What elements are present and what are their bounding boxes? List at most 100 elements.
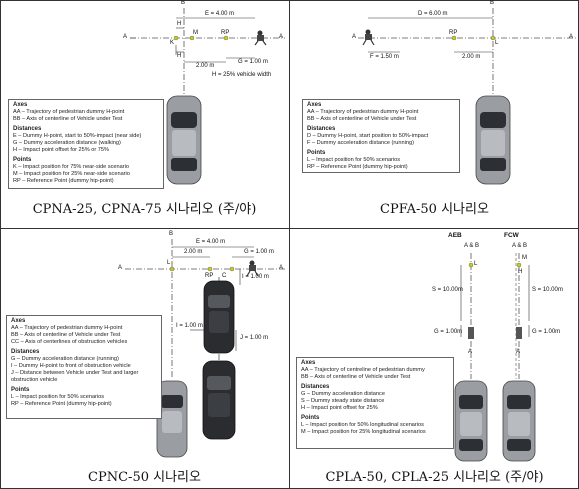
legend-line: S – Dummy steady state distance (301, 398, 385, 404)
pedestrian-dummy-icon (246, 260, 259, 277)
legend-distances-heading: Distances (301, 384, 330, 390)
label-h-bottom: H (177, 53, 182, 59)
label-rp: RP (449, 30, 458, 36)
label-h-top: H (177, 21, 182, 27)
legend-line: L – Impact position for 50% scenarios (11, 394, 105, 400)
label-a-left: A (118, 265, 123, 271)
label-i-top: I = 1.00 m (242, 274, 269, 280)
label-a-aeb: A (468, 349, 473, 355)
label-b: B (181, 0, 186, 6)
label-aeb: AEB (448, 232, 462, 239)
cpnc-legend: Axes AA – Trajectory of pedestrian dummy… (6, 315, 162, 419)
legend-line: M – Impact position for 25% near-side sc… (13, 171, 130, 177)
label-a-left: A (123, 34, 128, 40)
cpla-legend: Axes AA – Trajectory of centreline of pe… (296, 357, 454, 449)
label-a-right: A (279, 265, 284, 271)
label-c: C (222, 273, 227, 279)
panel-cpla: AEB FCW A & B A & B L M H S = 10.00m S =… (290, 229, 579, 489)
legend-line: CC – Axis of centerlines of obstruction … (11, 339, 128, 345)
label-a-right: A (569, 34, 574, 40)
cpna-legend: Axes AA – Trajectory of pedestrian dummy… (8, 99, 164, 189)
legend-distances-heading: Distances (11, 349, 40, 355)
test-vehicle-icon (166, 95, 202, 185)
point-m (516, 262, 522, 268)
legend-line: K – Impact position for 75% near-side sc… (13, 164, 129, 170)
label-ab-aeb: A & B (464, 243, 480, 249)
legend-line: RP – Reference Point (dummy hip-point) (11, 401, 112, 407)
point-l (468, 262, 474, 268)
legend-axes-heading: Axes (11, 318, 26, 324)
label-a-right: A (279, 34, 284, 40)
point-m (189, 35, 195, 41)
test-vehicle-icon (502, 380, 536, 462)
obstruction-vehicle-icon (203, 280, 235, 354)
panel-cpfa: B A A D = 6.00 m RP L F = 1.50 m 2.00 m … (290, 0, 579, 228)
pedestrian-dummy-icon (516, 327, 522, 339)
legend-line: M – Impact position for 25% longitudinal… (301, 429, 426, 435)
point-l (490, 35, 496, 41)
legend-line: D – Dummy H-point, start position to 50%… (307, 133, 429, 139)
point-start (229, 266, 235, 272)
legend-line: AA – Trajectory of pedestrian dummy H-po… (13, 109, 125, 115)
legend-points-heading: Points (13, 157, 32, 163)
label-fcw: FCW (504, 232, 519, 239)
cpla-drawing (454, 253, 536, 462)
label-g-aeb: G = 1.00m (434, 329, 463, 335)
legend-line: BB – Axis of centerline of Vehicle under… (13, 116, 123, 122)
pedestrian-dummy-icon (254, 30, 267, 46)
label-e: E = 4.00 m (205, 11, 235, 17)
test-vehicle-icon (454, 380, 488, 462)
legend-line: H – Impact point offset for 25% or 75% (13, 147, 109, 153)
label-s-aeb: S = 10.00m (432, 287, 463, 293)
legend-line: obstruction vehicle (11, 377, 58, 383)
legend-line: G – Dummy acceleration distance (301, 391, 385, 397)
legend-distances-heading: Distances (13, 126, 42, 132)
cpfa-legend: Axes AA – Trajectory of pedestrian dummy… (302, 99, 460, 173)
legend-distances-heading: Distances (307, 126, 336, 132)
label-g: G = 1.00 m (238, 59, 268, 65)
label-g-fcw: G = 1.00m (532, 329, 561, 335)
point-rp (207, 266, 213, 272)
point-rp (223, 35, 229, 41)
label-l: L (495, 40, 499, 46)
cpna-drawing (130, 8, 285, 185)
caption-cpnc: CPNC-50 시나리오 (88, 470, 201, 485)
legend-line: E – Dummy H-point, start to 50%-impact (… (13, 133, 142, 139)
cpnc-drawing (125, 239, 285, 458)
legend-line: RP – Reference Point (dummy hip-point) (307, 164, 408, 170)
panel-cpna: B A A E = 4.00 m H H K M RP 2.00 m G = 1… (0, 0, 289, 228)
test-vehicle-icon (156, 380, 188, 458)
label-a-fcw: A (516, 349, 521, 355)
label-ab-fcw: A & B (512, 243, 528, 249)
point-l (169, 266, 175, 272)
legend-line: F – Dummy acceleration distance (running… (307, 140, 414, 146)
caption-cpfa: CPFA-50 시나리오 (380, 202, 489, 217)
legend-line: J – Distance between Vehicle under Test … (11, 370, 139, 376)
label-h-note: H = 25% vehicle width (212, 72, 272, 78)
label-2m: 2.00 m (196, 63, 215, 69)
legend-axes-heading: Axes (301, 360, 316, 366)
legend-line: L – Impact position for 50% scenarios (307, 157, 401, 163)
label-e: E = 4.00 m (196, 239, 226, 245)
point-rp (451, 35, 457, 41)
label-i-bottom: I = 1.00 m (176, 323, 203, 329)
label-j: J = 1.00 m (240, 335, 269, 341)
legend-line: H – Impact point offset for 25% (301, 405, 378, 411)
point-k (173, 35, 179, 41)
legend-line: G – Dummy acceleration distance (walking… (13, 140, 121, 146)
label-d: D = 6.00 m (418, 11, 448, 17)
label-b: B (490, 0, 495, 6)
label-l: L (474, 261, 478, 267)
legend-points-heading: Points (301, 415, 320, 421)
legend-line: RP – Reference Point (dummy hip-point) (13, 178, 114, 184)
label-h: H (518, 269, 523, 275)
test-vehicle-icon (475, 95, 511, 185)
label-2m: 2.00 m (184, 249, 203, 255)
label-s-fcw: S = 10.00m (532, 287, 563, 293)
legend-line: I – Dummy H-point to front of obstructio… (11, 363, 131, 369)
label-k: K (170, 40, 175, 46)
legend-line: BB – Axis of centerline of Vehicle under… (307, 116, 417, 122)
legend-line: BB – Axis of centerline of Vehicle under… (11, 332, 121, 338)
caption-cpna: CPNA-25, CPNA-75 시나리오 (주/야) (32, 202, 257, 217)
